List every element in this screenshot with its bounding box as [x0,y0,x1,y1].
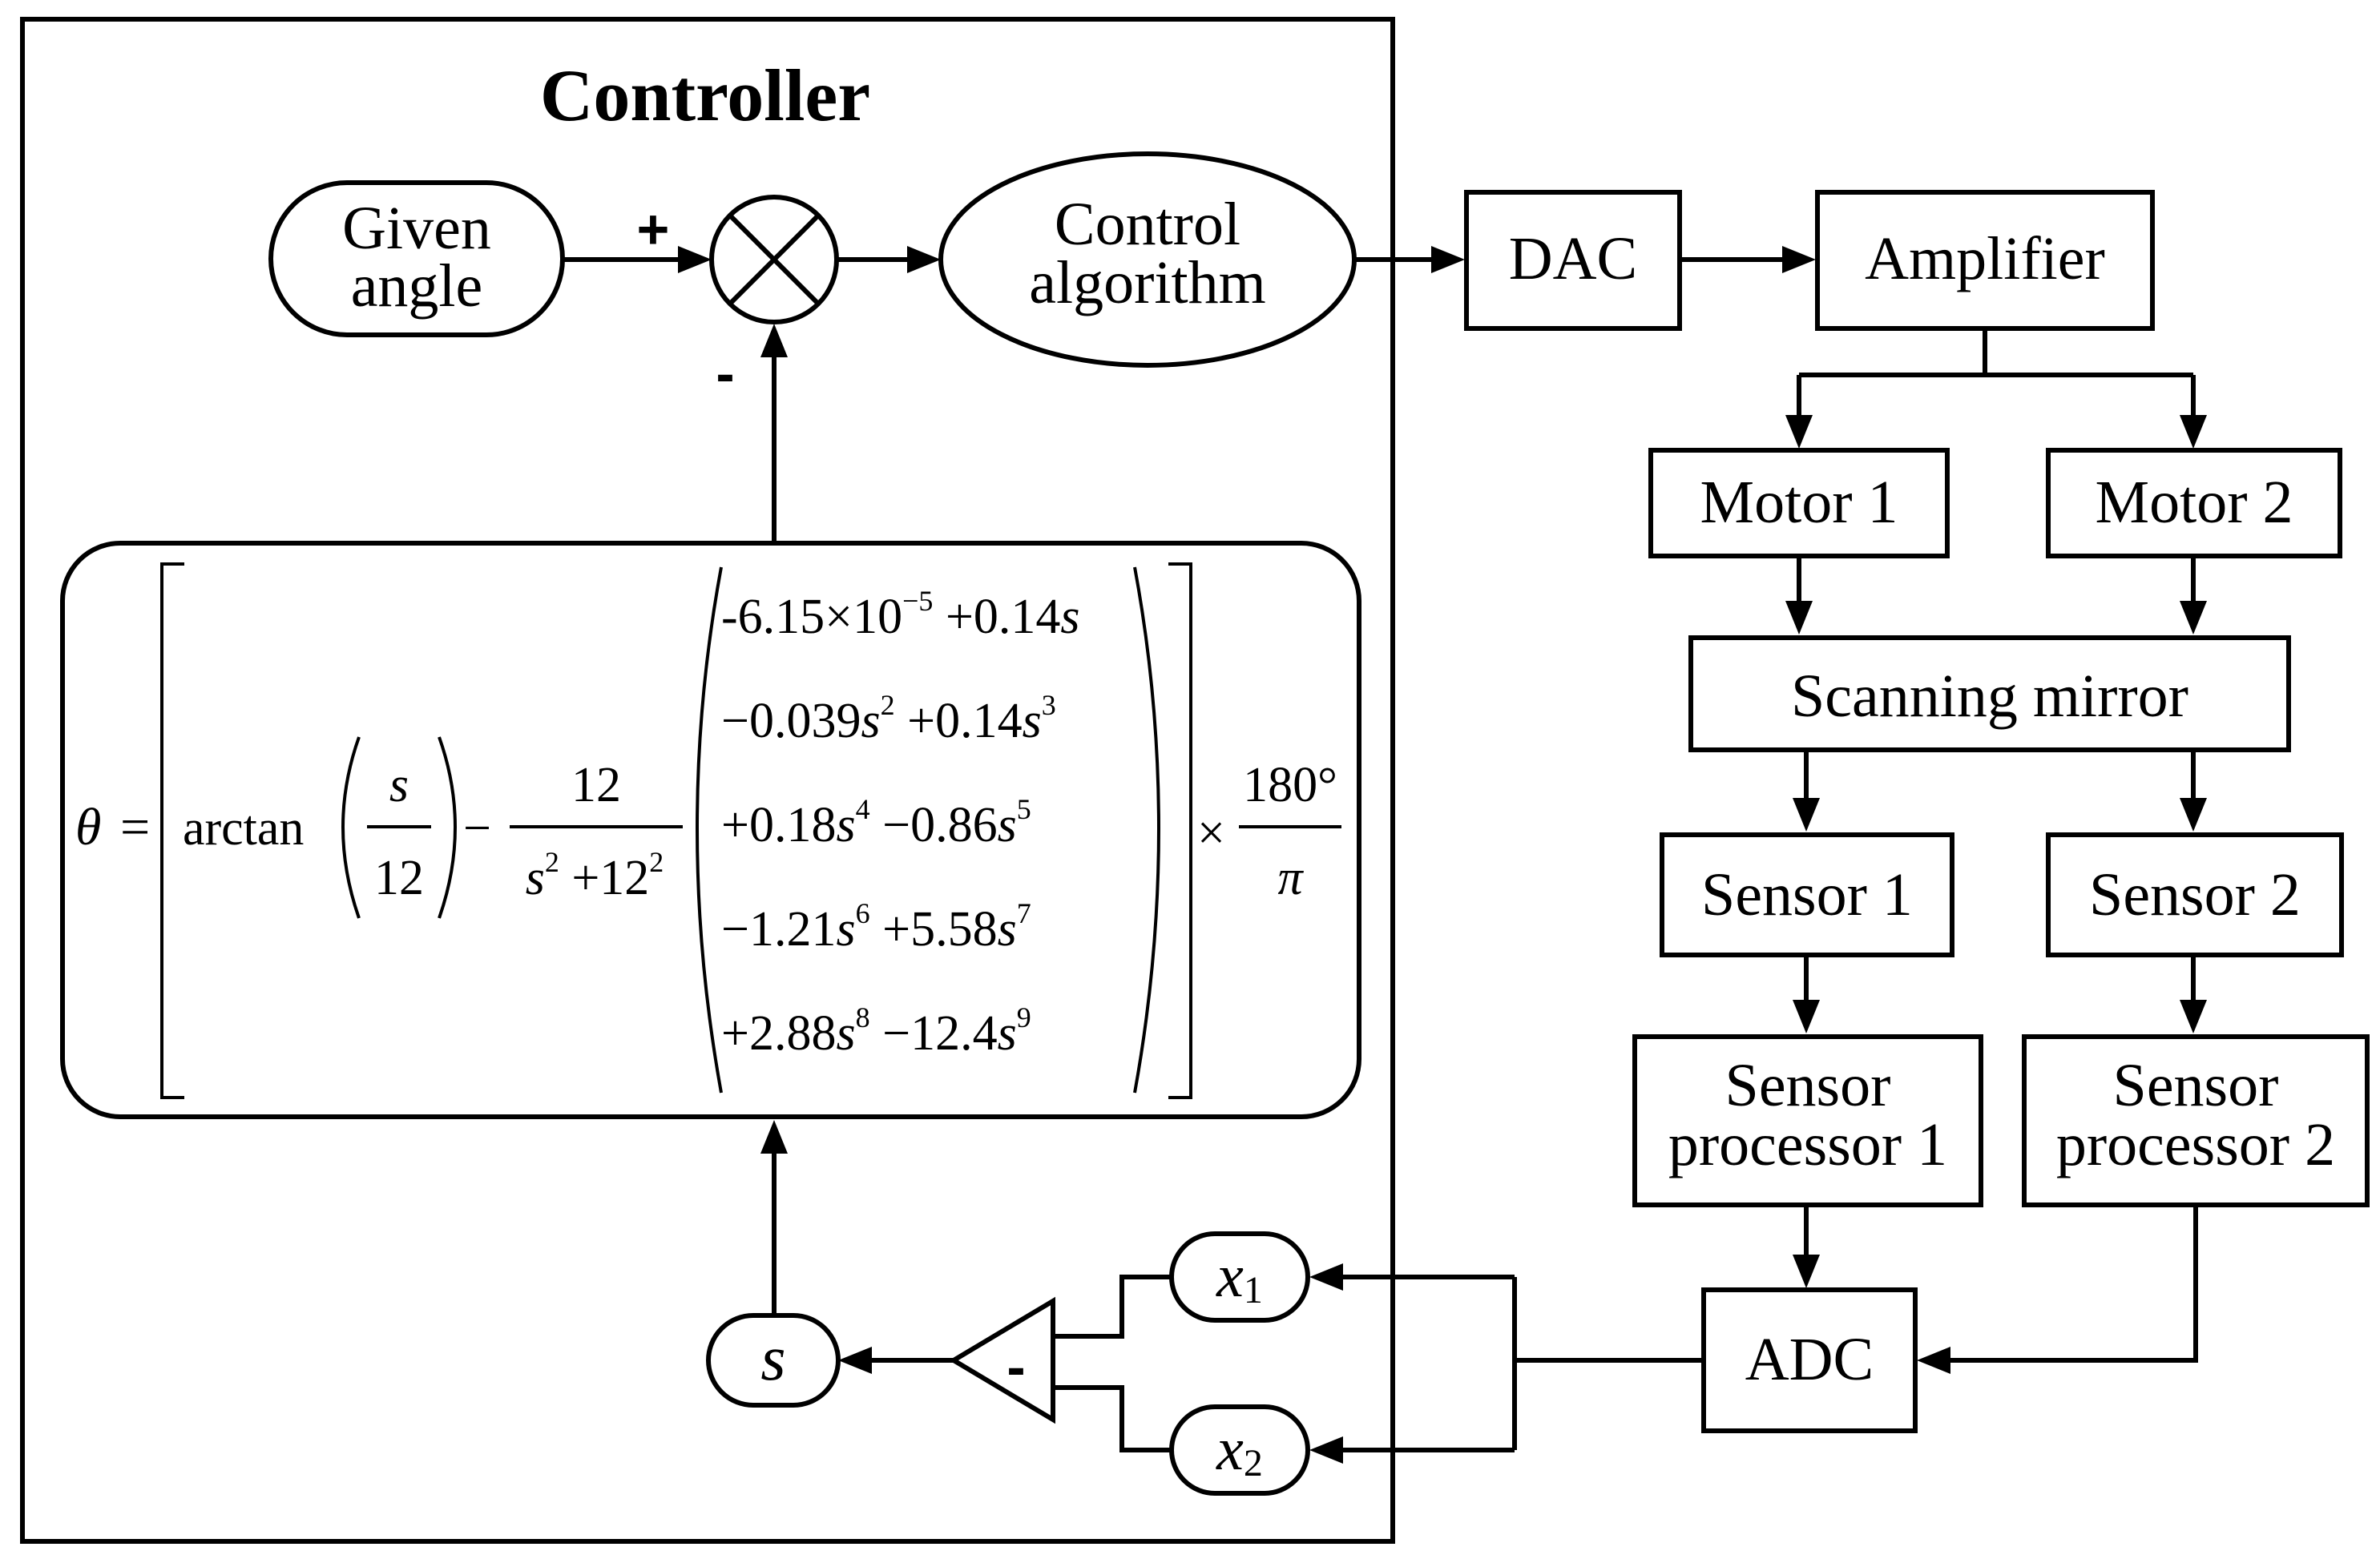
formula-block: θ = arctan s 12 − 12 s2 +122 -6.15×10−5 … [60,541,1361,1119]
formula-frac2-den-plus: +12 [559,851,649,905]
formula-poly-term: s [1023,694,1042,748]
sensor-processor1-line2: processor 1 [1668,1111,1947,1178]
formula-poly-term: s [998,902,1017,957]
motor2-label: Motor 2 [2096,469,2293,536]
formula-poly-term: −1.21 [721,902,836,957]
formula-poly-term: 3 [1042,689,1056,721]
formula-poly-term: 7 [1017,897,1031,929]
controller-title: Controller [540,54,870,136]
formula-frac2-num: 12 [571,758,621,812]
scanning-mirror-block: Scanning mirror [1688,635,2291,752]
sensor-processor2-line2: processor 2 [2056,1111,2335,1178]
formula-arctan: arctan [183,801,304,856]
formula-poly-term: 5 [1017,793,1031,825]
sensor1-label: Sensor 1 [1701,861,1913,929]
formula-frac1-den: 12 [374,851,424,905]
motor2-block: Motor 2 [2046,448,2342,558]
formula-poly-term: s [836,798,855,852]
dac-block: DAC [1464,190,1682,331]
x2-node: x2 [1169,1404,1310,1496]
given-angle-line1: Given [342,195,491,262]
scanning-mirror-label: Scanning mirror [1791,663,2188,730]
formula-frac3-num: 180° [1243,758,1337,812]
formula-poly-term: s [861,694,880,748]
x2-sub: 2 [1244,1442,1263,1484]
diff-minus-sign: - [1006,1335,1025,1398]
dac-label: DAC [1509,225,1637,292]
adc-block: ADC [1701,1287,1918,1433]
adc-label: ADC [1745,1326,1874,1393]
x1-base: x [1216,1243,1244,1310]
formula-frac1-num: s [389,758,409,812]
formula-poly-term: 6 [856,897,870,929]
sensor-processor1-line1: Sensor [1725,1052,1891,1119]
formula-poly-term: +0.14 [895,694,1023,748]
motor1-block: Motor 1 [1648,448,1950,558]
given-angle-block: Given angle [268,180,565,337]
formula-poly-term: s [998,1006,1017,1061]
sensor-processor2-block: Sensor processor 2 [2022,1034,2370,1207]
formula-poly-term: s [836,902,855,957]
formula-poly-term: −5 [902,585,933,617]
formula-frac2-den-s: s [526,851,545,905]
given-angle-line2: angle [351,252,483,320]
amplifier-block: Amplifier [1815,190,2155,331]
formula-poly-term: +2.88 [721,1006,836,1061]
svg-text:s2 +122: s2 +122 [526,846,664,905]
formula-minus: − [463,801,491,856]
sensor2-label: Sensor 2 [2089,861,2301,929]
motor1-label: Motor 1 [1700,469,1898,536]
formula-poly-term: -6.15×10 [721,590,902,644]
formula-poly-term: s [998,798,1017,852]
formula-times: × [1197,806,1225,860]
x2-base: x [1216,1416,1244,1483]
formula-poly-term: s [836,1006,855,1061]
formula-theta: θ [75,798,101,856]
formula-poly-term: −0.86 [870,798,998,852]
s-node-label: s [760,1323,785,1394]
plus-sign: + [637,198,670,260]
formula-poly-term: +5.58 [870,902,998,957]
formula-poly-term: +0.14 [933,590,1060,644]
summing-junction-icon [709,195,839,324]
control-algorithm-line1: Control [1055,191,1240,258]
sensor2-block: Sensor 2 [2046,832,2344,957]
x1-sub: 1 [1244,1269,1263,1311]
sensor1-block: Sensor 1 [1660,832,1954,957]
formula-frac3-den: π [1277,851,1304,905]
formula-poly-line-4: −1.21s6 +5.58s7 [721,897,1031,957]
formula-poly-term: +0.18 [721,798,836,852]
formula-frac2-den-exp1: 2 [545,846,559,878]
formula-frac2-den-exp2: 2 [649,846,664,878]
svg-text:x1: x1 [1216,1243,1263,1311]
formula-poly-term: s [1060,590,1079,644]
formula-poly-line-5: +2.88s8 −12.4s9 [721,1001,1031,1061]
x1-node: x1 [1169,1231,1310,1323]
svg-text:x2: x2 [1216,1416,1263,1484]
controller-frame [20,17,1395,1544]
control-algorithm-block: Control algorithm [938,151,1357,368]
formula-poly-term: −12.4 [870,1006,998,1061]
formula-poly-term: −0.039 [721,694,861,748]
minus-sign: - [716,342,734,405]
formula-poly-term: 8 [856,1001,870,1033]
sensor-processor1-block: Sensor processor 1 [1632,1034,1983,1207]
s-node: s [706,1313,841,1408]
difference-amplifier-icon [949,1296,1055,1424]
formula-poly-line-2: −0.039s2 +0.14s3 [721,689,1056,748]
amplifier-label: Amplifier [1865,225,2105,292]
formula-poly-line-3: +0.18s4 −0.86s5 [721,793,1031,852]
sensor-processor2-line1: Sensor [2113,1052,2279,1119]
formula-polynomial: -6.15×10−5 +0.14s−0.039s2 +0.14s3+0.18s4… [721,585,1080,1061]
formula-equals: = [120,798,150,856]
formula-poly-term: 4 [856,793,870,825]
formula-poly-line-1: -6.15×10−5 +0.14s [721,585,1080,644]
formula-poly-term: 2 [881,689,895,721]
control-algorithm-line2: algorithm [1029,249,1266,316]
formula-poly-term: 9 [1017,1001,1031,1033]
